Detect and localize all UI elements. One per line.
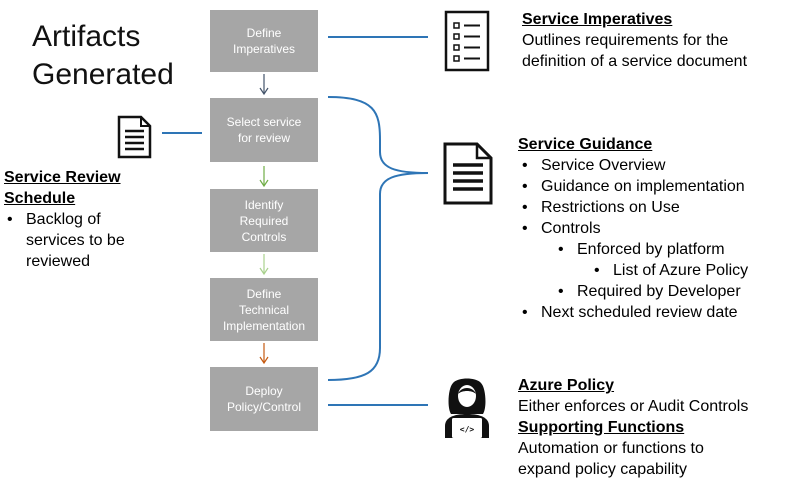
step-label: Technical <box>238 302 289 317</box>
title-line-1: Artifacts <box>32 20 141 53</box>
list-item: List of Azure Policy <box>594 260 798 281</box>
list-item: Restrictions on Use <box>522 197 798 218</box>
arrow-4-head <box>259 356 269 365</box>
list-item: Service Overview <box>522 155 798 176</box>
policy-heading: Azure Policy <box>518 377 615 394</box>
svg-text:</>: </> <box>460 425 475 434</box>
step-label: Deploy <box>245 384 283 398</box>
guidance-list: Service Overview Guidance on implementat… <box>518 155 798 323</box>
supporting-line-2: expand policy capability <box>518 461 687 478</box>
guidance-brace <box>327 96 429 381</box>
review-schedule-block: Service Review Schedule Backlog of servi… <box>4 167 154 272</box>
blue-connectors <box>162 36 429 406</box>
list-item: Next scheduled review date <box>522 302 798 323</box>
review-schedule-heading: Service Review Schedule <box>4 167 154 209</box>
step-arrows <box>259 74 269 365</box>
list-item: Guidance on implementation <box>522 176 798 197</box>
imperatives-block: Service Imperatives Outlines requirement… <box>522 9 797 72</box>
list-item: Controls <box>522 218 798 239</box>
list-item: Backlog of services to be reviewed <box>7 209 154 272</box>
heading-line: Schedule <box>4 190 76 207</box>
list-item-line: Backlog of <box>26 211 101 228</box>
checklist-icon <box>444 10 490 72</box>
step-define-technical: Define Technical Implementation <box>210 278 318 341</box>
arrow-1-head <box>259 87 269 96</box>
imperatives-heading: Service Imperatives <box>522 11 673 28</box>
step-label: Imperatives <box>232 42 296 56</box>
list-item: Enforced by platform <box>558 239 798 260</box>
guidance-block: Service Guidance Service Overview Guidan… <box>518 134 798 323</box>
step-label: for review <box>237 131 290 145</box>
imperatives-line-2: definition of a service document <box>522 53 748 70</box>
page-title: Artifacts Generated <box>32 18 174 94</box>
title-line-2: Generated <box>32 58 174 91</box>
developer-icon: </> <box>445 378 489 438</box>
step-label: Implementation <box>222 318 306 333</box>
document-icon <box>117 115 152 159</box>
review-schedule-list: Backlog of services to be reviewed <box>7 209 154 272</box>
step-label: Policy/Control <box>226 400 302 414</box>
arrow-2-head <box>259 179 269 188</box>
list-item-line: reviewed <box>26 253 91 270</box>
supporting-functions-heading: Supporting Functions <box>518 419 685 436</box>
arrow-3-head <box>259 267 269 276</box>
step-label: Define <box>246 286 282 301</box>
heading-line: Service Review <box>4 169 121 186</box>
step-label: Select service <box>226 115 302 129</box>
step-select-service: Select service for review <box>210 98 318 162</box>
list-item-line: services to be <box>26 232 125 249</box>
guidance-heading: Service Guidance <box>518 136 653 153</box>
step-label: Required <box>239 213 289 228</box>
list-item: Required by Developer <box>558 281 798 302</box>
step-label: Define <box>246 26 282 40</box>
step-identify-controls: Identify Required Controls <box>210 189 318 252</box>
step-define-imperatives: Define Imperatives <box>210 10 318 72</box>
document-icon <box>443 142 493 205</box>
imperatives-line-1: Outlines requirements for the <box>522 32 729 49</box>
supporting-line-1: Automation or functions to <box>518 440 704 457</box>
policy-line-1: Either enforces or Audit Controls <box>518 398 749 415</box>
policy-block: Azure Policy Either enforces or Audit Co… <box>518 375 798 480</box>
step-deploy-policy: Deploy Policy/Control <box>210 367 318 431</box>
step-label: Controls <box>241 229 287 244</box>
step-label: Identify <box>244 197 284 212</box>
